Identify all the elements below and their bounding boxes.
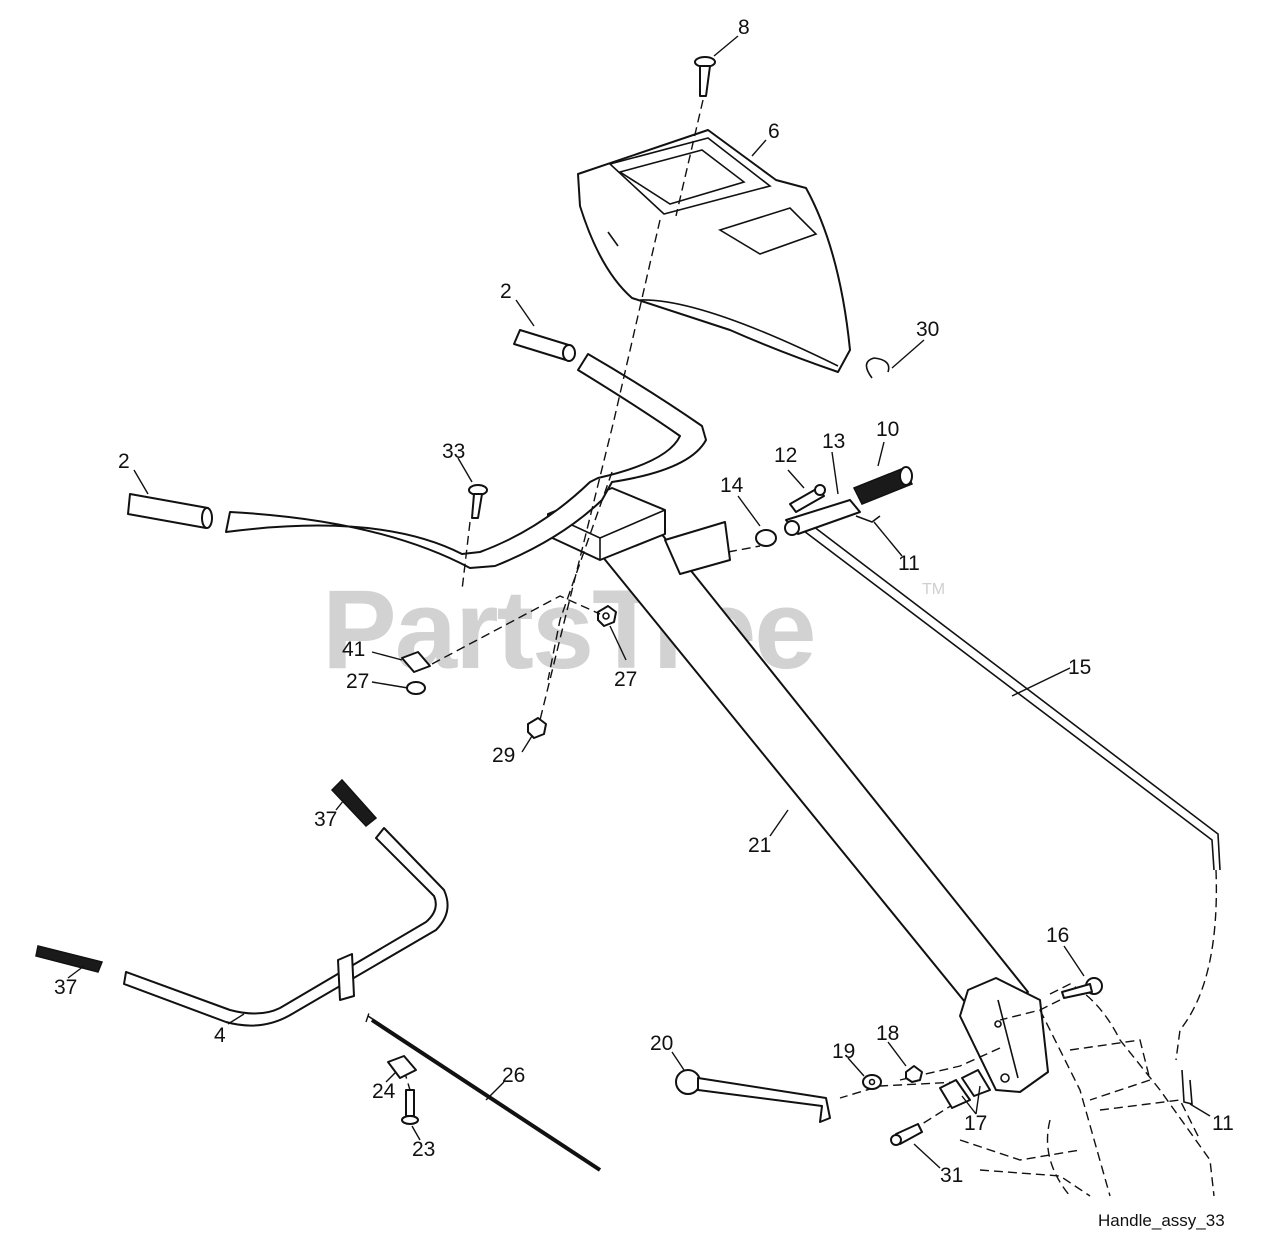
part-4-bail-handle (123, 827, 449, 1027)
part-27-nut-left (406, 681, 426, 695)
label-4: 4 (214, 1024, 226, 1047)
label-2-left: 2 (118, 450, 130, 473)
part-12-bolt (789, 484, 826, 513)
tiller-frame-outline (959, 983, 1215, 1197)
watermark-trademark: TM (922, 581, 945, 598)
part-upper-handlebar (225, 353, 707, 569)
label-10: 10 (876, 418, 899, 441)
part-18-nut (905, 1065, 923, 1083)
label-37-top: 37 (314, 808, 337, 831)
part-30-clip (865, 357, 890, 379)
label-26: 26 (502, 1064, 525, 1087)
label-19: 19 (832, 1040, 855, 1063)
diagram-caption: Handle_assy_33 (1098, 1211, 1225, 1230)
part-23-bolt (401, 1089, 419, 1125)
label-11-lower: 11 (1212, 1112, 1234, 1135)
leader-lines (67, 35, 1211, 1169)
part-10-knob (852, 466, 914, 505)
label-18: 18 (876, 1022, 899, 1045)
part-11-pin-upper (855, 515, 881, 523)
label-12: 12 (774, 444, 797, 467)
part-33-carriage-bolt (468, 484, 488, 519)
label-37-left: 37 (54, 976, 77, 999)
part-6-console-cover (577, 129, 851, 373)
label-2-upper: 2 (500, 280, 512, 303)
part-16-bolt (1061, 977, 1103, 999)
part-19-washer (862, 1074, 882, 1090)
label-27-left: 27 (346, 670, 369, 693)
part-17-plates (939, 1069, 991, 1109)
label-23: 23 (412, 1138, 435, 1161)
label-11-upper: 11 (898, 552, 920, 575)
label-24: 24 (372, 1080, 396, 1103)
label-13: 13 (822, 430, 845, 453)
part-29-nut (527, 717, 547, 739)
part-41-clip (401, 651, 431, 673)
part-8-bolt (694, 56, 716, 97)
label-16: 16 (1046, 924, 1069, 947)
label-21: 21 (748, 834, 771, 857)
label-15: 15 (1068, 656, 1091, 679)
label-27-right: 27 (614, 668, 637, 691)
label-17: 17 (964, 1112, 987, 1135)
label-29: 29 (492, 744, 515, 767)
label-30: 30 (916, 318, 939, 341)
part-37-grip-top (330, 778, 378, 828)
part-31-bolt (890, 1123, 923, 1146)
part-26-cable (367, 1015, 602, 1172)
part-27-nut-right (597, 605, 617, 627)
label-20: 20 (650, 1032, 673, 1055)
label-41: 41 (342, 638, 365, 661)
part-20-lever (675, 1069, 831, 1123)
part-2-grip-left (127, 493, 213, 529)
label-31: 31 (940, 1164, 963, 1187)
part-14-spacer (755, 529, 777, 547)
label-6: 6 (768, 120, 780, 143)
part-15-shift-rod (784, 499, 1221, 871)
callout-labels: 8 6 2 30 2 33 10 12 13 14 11 15 41 27 27… (54, 16, 1234, 1187)
part-2-grip-upper (513, 329, 576, 362)
part-24-clip (387, 1055, 417, 1079)
label-14: 14 (720, 474, 744, 497)
label-8: 8 (738, 16, 750, 39)
label-33: 33 (442, 440, 465, 463)
part-37-grip-left (35, 945, 104, 973)
part-11-pin-lower (1181, 1069, 1193, 1106)
